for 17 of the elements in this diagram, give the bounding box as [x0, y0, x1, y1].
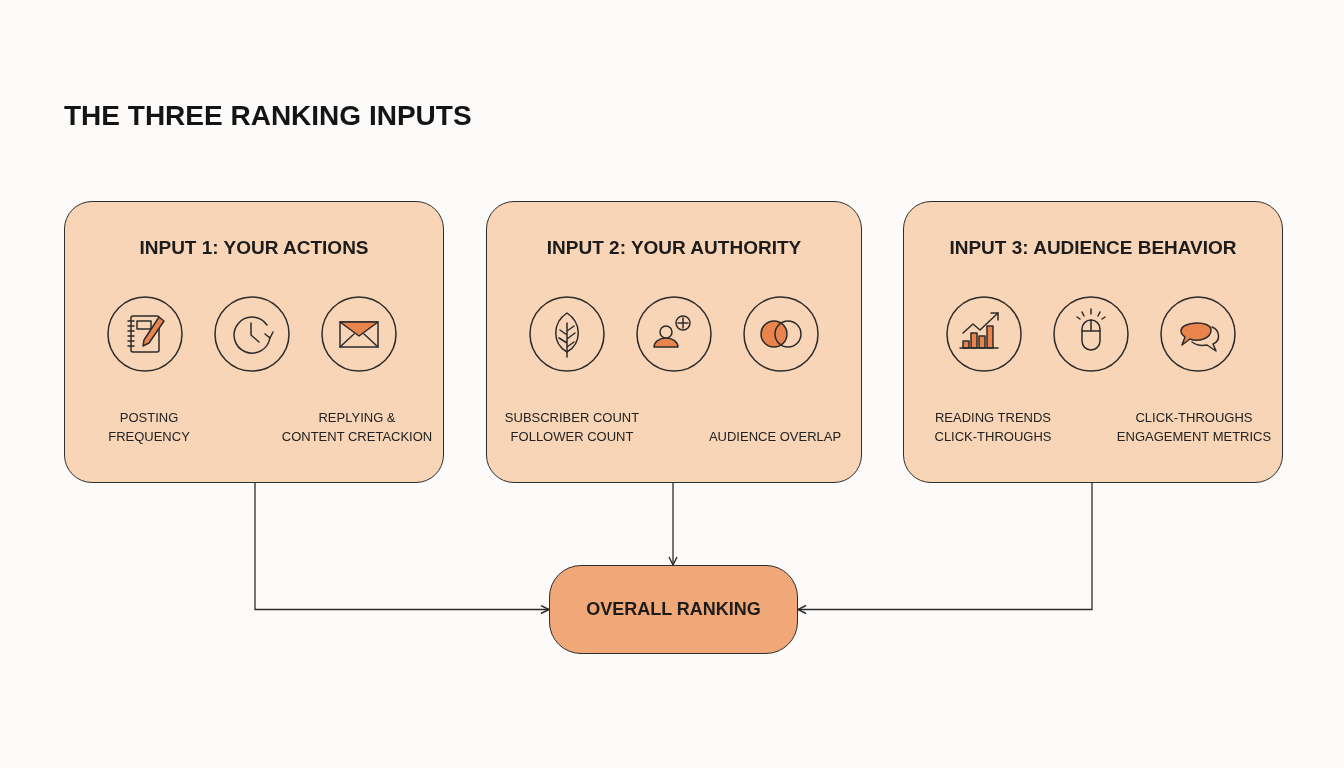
metric-label: SUBSCRIBER COUNT FOLLOWER COUNT	[504, 409, 640, 446]
input-panel	[486, 201, 862, 483]
result-pill	[549, 565, 798, 654]
connector-arrow	[797, 482, 1093, 615]
connector-arrow	[254, 482, 550, 615]
metric-label: AUDIENCE OVERLAP	[708, 428, 842, 446]
diagram-title: THE THREE RANKING INPUTS	[64, 99, 472, 133]
input-panel	[64, 201, 444, 483]
panel-heading: INPUT 3: AUDIENCE BEHAVIOR	[949, 236, 1237, 260]
input-panel	[903, 201, 1283, 483]
metric-label: REPLYING & CONTENT CRETACKION	[281, 409, 433, 446]
metric-label: CLICK-THROUGHS ENGAGEMENT METRICS	[1116, 409, 1272, 446]
panel-heading: INPUT 1: YOUR ACTIONS	[139, 236, 369, 260]
panel-heading: INPUT 2: YOUR AUTHORITY	[546, 236, 802, 260]
node-label: OVERALL RANKING	[586, 598, 761, 621]
metric-label: POSTING FREQUENCY	[108, 409, 190, 446]
metric-label: READING TRENDS CLICK-THROUGHS	[934, 409, 1052, 446]
